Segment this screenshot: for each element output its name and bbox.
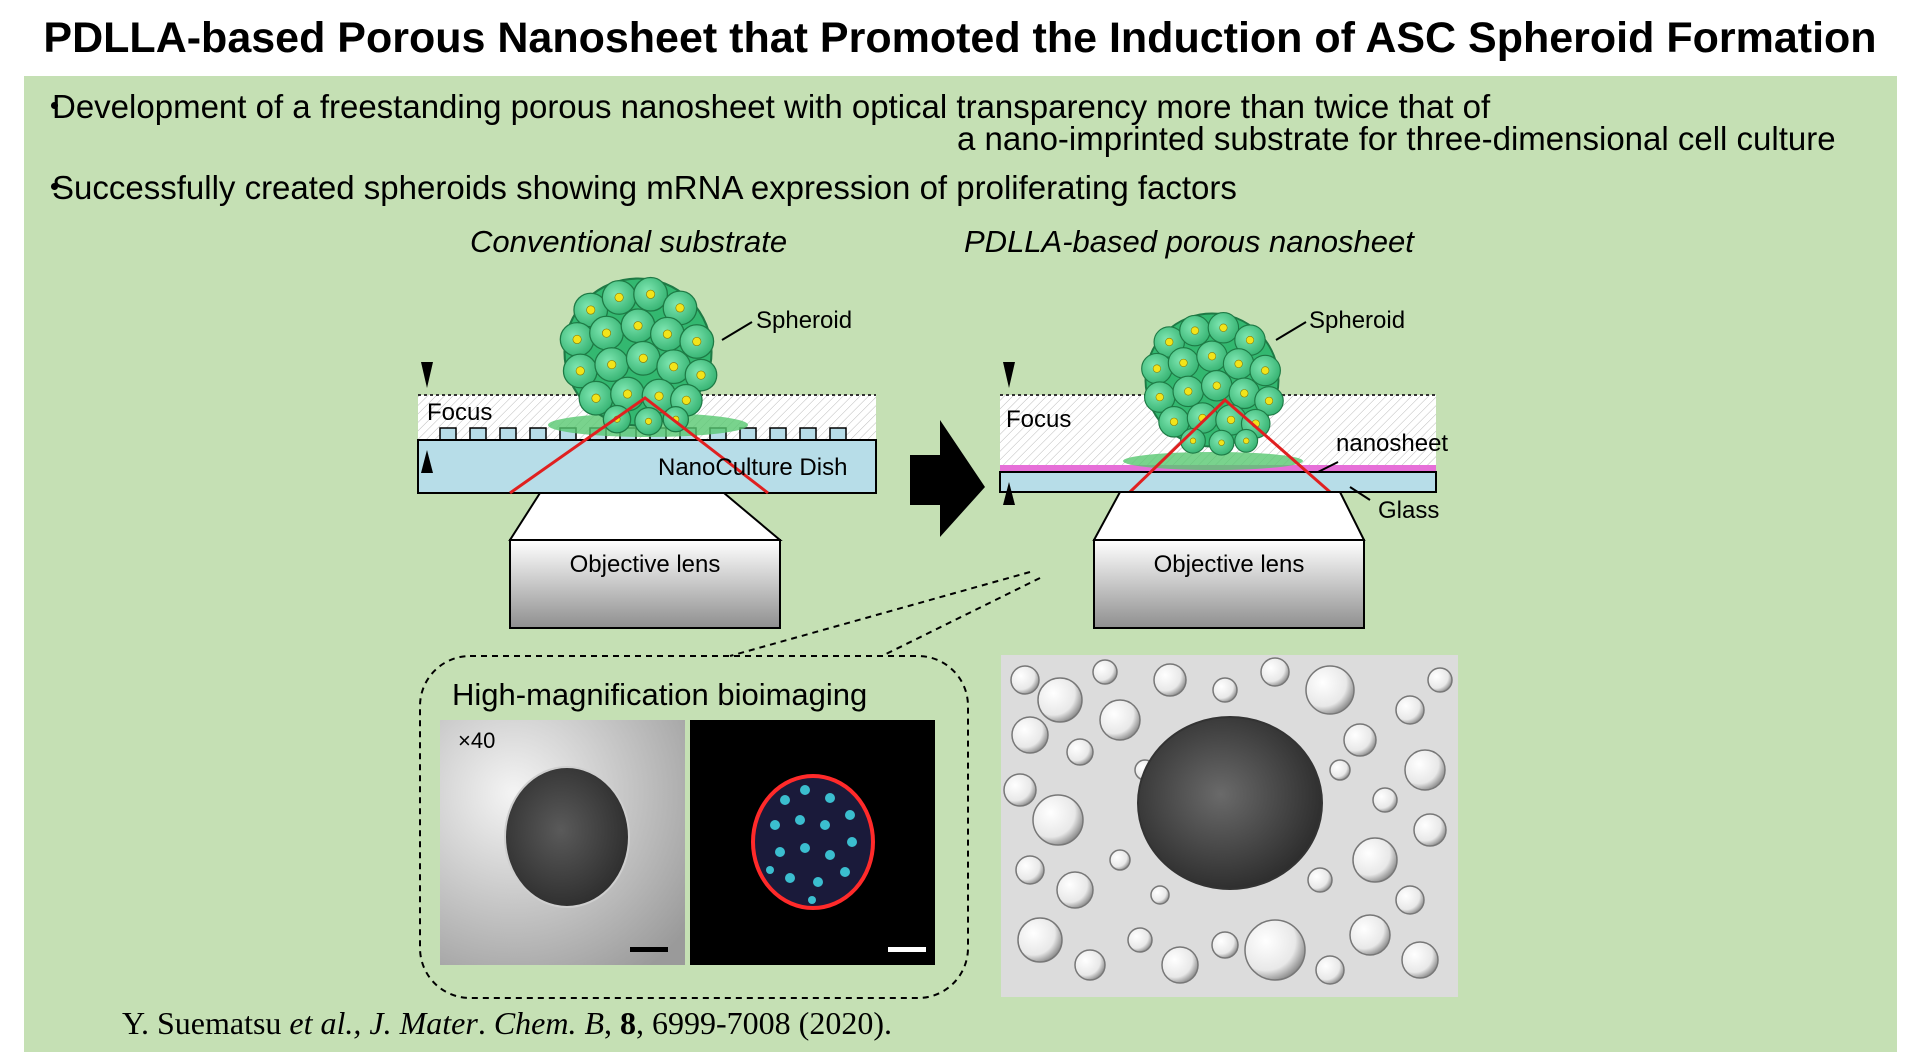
right-light-ray [1128,397,1331,494]
magnification-label: ×40 [458,728,496,753]
bullet-2: ・Successfully created spheroids showing … [38,161,1237,209]
callout-line-left [729,571,1031,657]
citation-authors: Y. Suematsu [122,1005,290,1041]
citation-pages-year: , 6999-7008 (2020). [636,1005,892,1041]
right-heading: PDLLA-based porous nanosheet [964,224,1414,259]
citation: Y. Suematsu et al., J. Mater. Chem. B, 8… [122,1005,892,1042]
right-diagram [999,311,1437,629]
right-focus-label: Focus [1006,406,1072,433]
left-heading: Conventional substrate [470,224,788,259]
right-focus-bottom-marker [1003,482,1015,505]
brightfield-scale-bar [630,947,668,952]
bullet-2-text: Successfully created spheroids showing m… [52,169,1237,206]
left-spheroid-label: Spheroid [756,307,853,334]
left-focus-bottom-marker [421,450,433,473]
right-spheroid-pointer [1275,321,1307,341]
citation-etal: et al., J. Mater [289,1005,478,1041]
content-panel [24,76,1897,1052]
left-diagram [417,276,877,629]
right-glass [999,471,1437,493]
transition-arrow-icon [910,420,985,537]
right-focus-top-marker [1003,362,1015,388]
bioimaging-heading: High-magnification bioimaging [452,677,868,712]
brightfield-micrograph [440,720,685,965]
right-lens-label: Objective lens [1153,551,1305,578]
porous-nanosheet-micrograph [1001,655,1458,997]
bullet-1-line-1: Development of a freestanding porous nan… [52,88,1491,125]
right-spheroid-label: Spheroid [1309,307,1406,334]
left-light-ray [509,396,769,495]
left-dish [417,439,877,494]
page-title: PDLLA-based Porous Nanosheet that Promot… [43,14,1877,62]
glass-label: Glass [1378,497,1440,524]
left-lens-label: Objective lens [569,551,721,578]
citation-comma: , [604,1005,621,1041]
fluorescence-scale-bar [888,947,926,952]
dish-label: NanoCulture Dish [658,454,848,481]
right-objective-lens [1093,539,1365,629]
right-spreading-cells [1123,452,1303,470]
bullet-1: ・Development of a freestanding porous na… [38,80,1490,128]
left-lens-cone [508,492,783,541]
right-nanosheet-pointer [1317,461,1339,473]
citation-volume: 8 [620,1005,637,1041]
left-spheroid-pointer [721,321,753,341]
bullet-1-line-2: a nano-imprinted substrate for three-dim… [957,120,1836,157]
left-focus-top-marker [421,362,433,388]
citation-dot: . [477,1005,494,1041]
citation-journal: Chem. B [493,1005,605,1041]
fluorescence-micrograph [690,720,935,965]
left-focus-label: Focus [427,399,493,426]
nanosheet-label: nanosheet [1336,430,1449,457]
callout-line-right [881,577,1041,657]
bioimaging-callout-box [419,655,969,999]
right-lens-cone [1092,491,1366,541]
right-glass-pointer [1349,486,1371,501]
left-objective-lens [509,539,781,629]
